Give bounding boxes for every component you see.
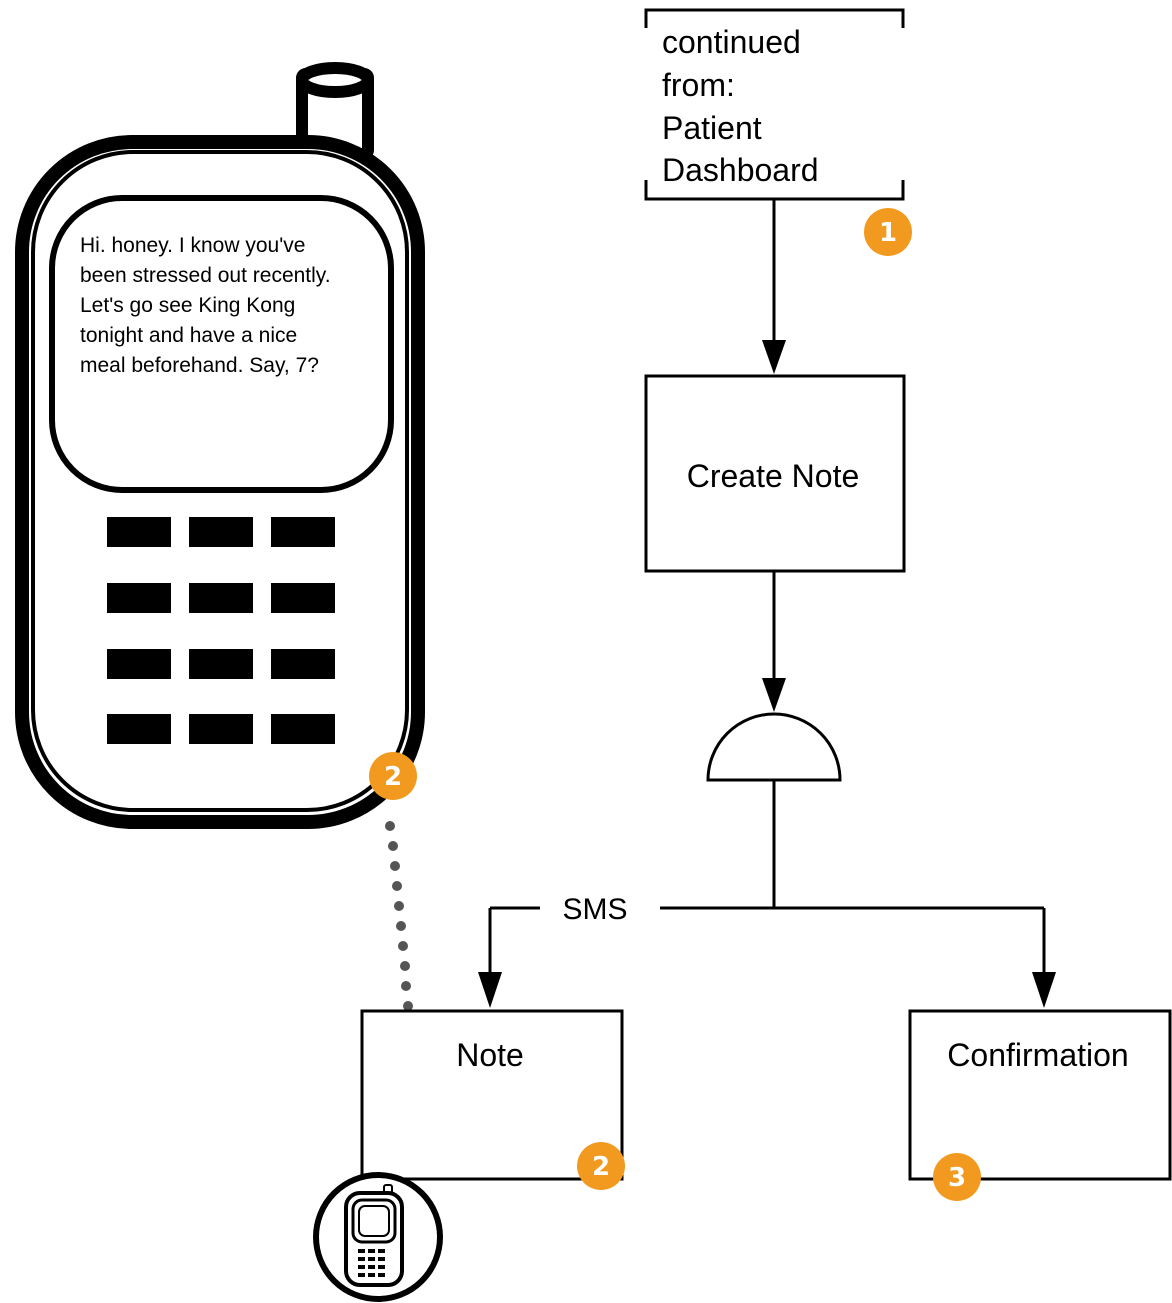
- phone-message-line: Hi. honey. I know you've: [80, 234, 305, 257]
- badge-circle: [369, 752, 417, 800]
- continued-from-step-badge: 1: [864, 208, 912, 256]
- phone-message-line: meal beforehand. Say, 7?: [80, 354, 319, 377]
- phone-keypad: [107, 517, 335, 744]
- phone-illustration: Hi. honey. I know you've been stressed o…: [15, 62, 425, 829]
- edge-create-note-to-gate: [762, 571, 786, 712]
- node-create-note: Create Note: [644, 374, 906, 573]
- arrowhead: [1032, 972, 1056, 1008]
- phone-step-badge: 2: [369, 752, 417, 800]
- confirmation-step-badge: 3: [933, 1153, 981, 1201]
- phone-key: [107, 583, 171, 613]
- badge-circle: [933, 1153, 981, 1201]
- phone-key: [189, 583, 253, 613]
- phone-body-inner: [31, 150, 409, 812]
- phone-message-line: been stressed out recently.: [80, 264, 331, 287]
- phone-key: [271, 649, 335, 679]
- node-create-note-label: Create Note: [687, 458, 860, 494]
- badge-circle: [577, 1142, 625, 1190]
- continued-from-text: continued from: Patient Dashboard: [662, 24, 819, 188]
- phone-key: [189, 649, 253, 679]
- phone-key: [271, 714, 335, 744]
- mobile-phone-icon: [313, 1172, 443, 1302]
- badge-circle: [864, 208, 912, 256]
- phone-message: Hi. honey. I know you've been stressed o…: [80, 234, 336, 377]
- continued-from-line: from:: [662, 67, 735, 103]
- phone-message-line: tonight and have a nice: [80, 324, 297, 347]
- edge-continued-to-create-note: [762, 199, 786, 374]
- and-gate-symbol: [706, 712, 842, 782]
- badge-number: 3: [948, 1163, 966, 1193]
- note-step-badge: 2: [577, 1142, 625, 1190]
- continued-from-line: Dashboard: [662, 152, 819, 188]
- arrowhead: [478, 972, 502, 1008]
- badge-number: 1: [879, 218, 897, 248]
- continued-from-line: Patient: [662, 110, 762, 146]
- phone-screen: [49, 195, 394, 493]
- phone-key: [271, 517, 335, 547]
- phone-key: [189, 714, 253, 744]
- phone-key: [107, 649, 171, 679]
- node-confirmation: Confirmation: [908, 1009, 1172, 1181]
- edge-gate-split: [488, 780, 1046, 976]
- phone-antenna-top: [296, 62, 374, 98]
- phone-key: [189, 517, 253, 547]
- continued-from-annotation: continued from: Patient Dashboard: [644, 8, 905, 201]
- phone-note-connector: [385, 821, 413, 1011]
- badge-number: 2: [592, 1152, 610, 1182]
- phone-key: [107, 517, 171, 547]
- arrowhead: [762, 340, 786, 374]
- continued-from-line: continued: [662, 24, 801, 60]
- phone-key: [107, 714, 171, 744]
- bracket-top: [644, 8, 905, 28]
- badge-number: 2: [384, 762, 402, 792]
- node-note-label: Note: [456, 1037, 524, 1073]
- node-confirmation-label: Confirmation: [947, 1037, 1128, 1073]
- phone-key: [271, 583, 335, 613]
- edge-label-sms: SMS: [562, 893, 627, 926]
- arrowhead: [762, 678, 786, 712]
- node-note: Note: [360, 1009, 624, 1181]
- phone-message-line: Let's go see King Kong: [80, 294, 295, 317]
